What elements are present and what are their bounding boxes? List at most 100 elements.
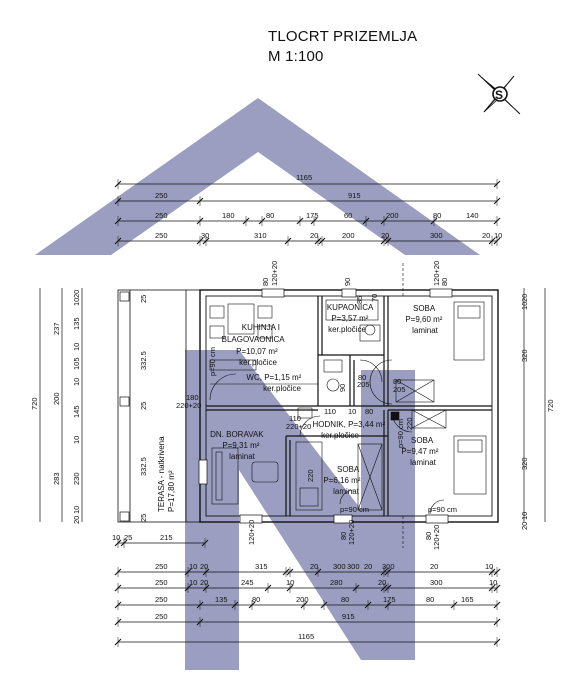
svg-text:205: 205 bbox=[393, 385, 406, 394]
svg-text:80: 80 bbox=[252, 595, 260, 604]
door-labels: p=90 cm p=90 cm p=90 cm p=90 cm bbox=[208, 347, 457, 514]
svg-text:250: 250 bbox=[155, 231, 168, 240]
svg-text:p=90 cm: p=90 cm bbox=[396, 419, 405, 448]
doors bbox=[209, 263, 445, 548]
svg-text:120+20: 120+20 bbox=[432, 261, 441, 286]
svg-text:110: 110 bbox=[324, 407, 336, 416]
svg-text:175: 175 bbox=[383, 595, 396, 604]
svg-text:P=17,80 m²: P=17,80 m² bbox=[167, 470, 176, 512]
dim-top-250: 250 bbox=[155, 191, 168, 200]
room-label-bedroom-1: SOBA P=9,60 m² laminat bbox=[405, 304, 444, 335]
svg-text:80: 80 bbox=[261, 278, 270, 286]
svg-text:245: 245 bbox=[241, 578, 254, 587]
svg-text:332.5: 332.5 bbox=[139, 351, 148, 370]
svg-text:20: 20 bbox=[72, 516, 81, 524]
svg-text:300: 300 bbox=[430, 578, 443, 587]
svg-text:300: 300 bbox=[430, 231, 443, 240]
svg-text:20: 20 bbox=[72, 290, 81, 298]
svg-text:30: 30 bbox=[201, 231, 209, 240]
windows bbox=[198, 288, 453, 524]
svg-text:10: 10 bbox=[72, 378, 81, 386]
svg-text:20: 20 bbox=[520, 294, 529, 302]
svg-text:10: 10 bbox=[72, 436, 81, 444]
svg-text:20: 20 bbox=[520, 522, 529, 530]
furniture bbox=[209, 299, 487, 511]
svg-text:p=90 cm: p=90 cm bbox=[428, 505, 457, 514]
dim-bottom-row-2: 250 10 20 245 10 280 20 300 10 bbox=[155, 578, 497, 587]
dim-row-4: 250 30 310 20 200 20 300 20 10 bbox=[155, 231, 502, 240]
svg-text:10: 10 bbox=[286, 578, 294, 587]
svg-text:10: 10 bbox=[72, 506, 81, 514]
right-dimension-labels: 20 10 320 320 10 20 720 bbox=[520, 294, 555, 530]
svg-text:250: 250 bbox=[155, 612, 168, 621]
svg-text:165: 165 bbox=[461, 595, 474, 604]
svg-text:20: 20 bbox=[378, 578, 386, 587]
svg-text:10: 10 bbox=[489, 578, 497, 587]
svg-text:80: 80 bbox=[426, 595, 434, 604]
svg-text:80: 80 bbox=[440, 278, 449, 286]
svg-text:10: 10 bbox=[494, 231, 502, 240]
dim-bottom-row-4: 250 915 bbox=[155, 612, 355, 621]
svg-text:80: 80 bbox=[339, 532, 348, 540]
north-arrow-icon: S bbox=[477, 73, 521, 115]
dim-row-3: 250 180 80 175 60 200 80 140 bbox=[155, 211, 479, 220]
plan-title: TLOCRT PRIZEMLJA bbox=[268, 28, 418, 45]
svg-text:25: 25 bbox=[139, 295, 148, 303]
svg-text:915: 915 bbox=[342, 612, 355, 621]
svg-text:20: 20 bbox=[364, 562, 372, 571]
svg-text:20: 20 bbox=[200, 562, 208, 571]
svg-text:250: 250 bbox=[155, 211, 168, 220]
svg-text:230: 230 bbox=[72, 472, 81, 485]
compass-letter: S bbox=[495, 88, 503, 102]
svg-text:10: 10 bbox=[189, 562, 197, 571]
left-dimension-labels: 720 237 200 283 20 10 135 10 105 10 145 … bbox=[30, 290, 81, 524]
svg-text:200: 200 bbox=[386, 211, 399, 220]
svg-text:105: 105 bbox=[72, 357, 81, 370]
svg-text:25: 25 bbox=[124, 533, 132, 542]
right-dimensions bbox=[523, 288, 546, 522]
room-label-hallway: HODNIK, P=3,44 m² ker.pločice bbox=[313, 420, 388, 440]
room-label-living: DN. BORAVAK P=9,31 m² laminat bbox=[210, 430, 266, 461]
svg-text:320: 320 bbox=[520, 349, 529, 362]
svg-text:10: 10 bbox=[348, 407, 356, 416]
dim-top-total: 1165 bbox=[296, 173, 312, 182]
svg-text:120+20: 120+20 bbox=[432, 525, 441, 550]
svg-text:85: 85 bbox=[355, 296, 364, 304]
svg-text:p=90 cm: p=90 cm bbox=[208, 347, 217, 376]
svg-text:180: 180 bbox=[186, 393, 199, 402]
svg-text:300: 300 bbox=[382, 562, 395, 571]
svg-text:25: 25 bbox=[139, 514, 148, 522]
svg-text:283: 283 bbox=[52, 472, 61, 485]
svg-text:20: 20 bbox=[381, 231, 389, 240]
top-dimensions bbox=[118, 183, 497, 242]
svg-text:60: 60 bbox=[344, 211, 352, 220]
dim-bottom-total: 1165 bbox=[298, 632, 314, 641]
svg-text:10: 10 bbox=[189, 578, 197, 587]
svg-text:310: 310 bbox=[254, 231, 267, 240]
dim-bottom-row-1: 250 10 20 315 20 300 300 20 300 20 10 bbox=[155, 562, 493, 571]
svg-text:110: 110 bbox=[289, 414, 301, 423]
svg-text:80: 80 bbox=[266, 211, 274, 220]
svg-text:20: 20 bbox=[200, 578, 208, 587]
svg-text:205: 205 bbox=[357, 380, 370, 389]
svg-text:200: 200 bbox=[342, 231, 355, 240]
svg-text:175: 175 bbox=[306, 211, 319, 220]
svg-text:20: 20 bbox=[482, 231, 490, 240]
svg-text:720: 720 bbox=[30, 397, 39, 410]
room-label-bedroom-2: SOBA P=6,16 m² laminat bbox=[323, 465, 362, 496]
inner-dims: 180 220+20 110 220+20 110 10 80 220 90 8… bbox=[176, 294, 414, 482]
room-label-terrace: TERASA - natkrivena bbox=[157, 436, 166, 512]
svg-text:80: 80 bbox=[358, 373, 366, 382]
svg-text:120+20: 120+20 bbox=[347, 520, 356, 545]
svg-text:25: 25 bbox=[139, 402, 148, 410]
svg-text:145: 145 bbox=[72, 405, 81, 418]
svg-text:20: 20 bbox=[310, 562, 318, 571]
svg-text:80: 80 bbox=[433, 211, 441, 220]
svg-text:250: 250 bbox=[155, 578, 168, 587]
svg-text:135: 135 bbox=[215, 595, 228, 604]
svg-text:20: 20 bbox=[430, 562, 438, 571]
svg-text:10: 10 bbox=[72, 298, 81, 306]
svg-text:300: 300 bbox=[347, 562, 360, 571]
svg-text:220: 220 bbox=[405, 417, 414, 430]
